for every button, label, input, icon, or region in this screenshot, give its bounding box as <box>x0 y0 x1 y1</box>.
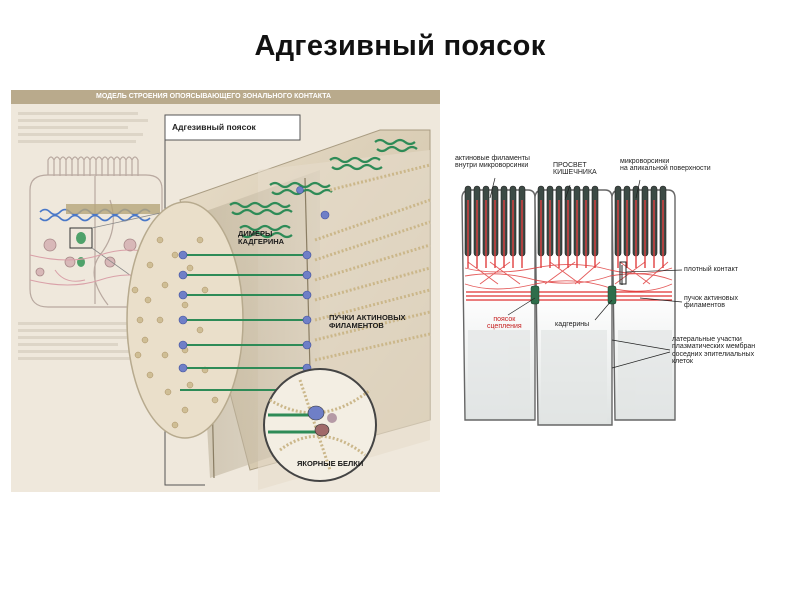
label-lateral-membranes: латеральные участки плазматических мембр… <box>672 336 755 365</box>
label-apical-microvilli: микроворсинки на апикальной поверхности <box>620 158 711 173</box>
label-cadherins: кадгерины <box>555 321 589 328</box>
left-panel <box>11 90 440 492</box>
label-tight-junction: плотный контакт <box>684 266 738 273</box>
label-gut-lumen: ПРОСВЕТ КИШЕЧНИКА <box>553 162 597 177</box>
inset-title: Адгезивный поясок <box>172 123 256 132</box>
label-adhesion-belt: поясок сцепления <box>487 316 522 331</box>
label-actin-in-microvilli: актиновые филаменты внутри микроворсинки <box>455 155 530 170</box>
label-actin-bundles: ПУЧКИ АКТИНОВЫХ ФИЛАМЕНТОВ <box>329 314 406 330</box>
left-panel-header: Модель строения опоясывающего зонального… <box>96 93 331 100</box>
label-cadherin-dimers: ДИМЕРЫ КАДГЕРИНА <box>238 230 284 246</box>
label-actin-bundle: пучок актиновых филаментов <box>684 295 738 310</box>
sketch-band <box>66 204 160 214</box>
right-panel <box>462 178 682 425</box>
label-anchor-proteins: ЯКОРНЫЕ БЕЛКИ <box>297 460 363 468</box>
